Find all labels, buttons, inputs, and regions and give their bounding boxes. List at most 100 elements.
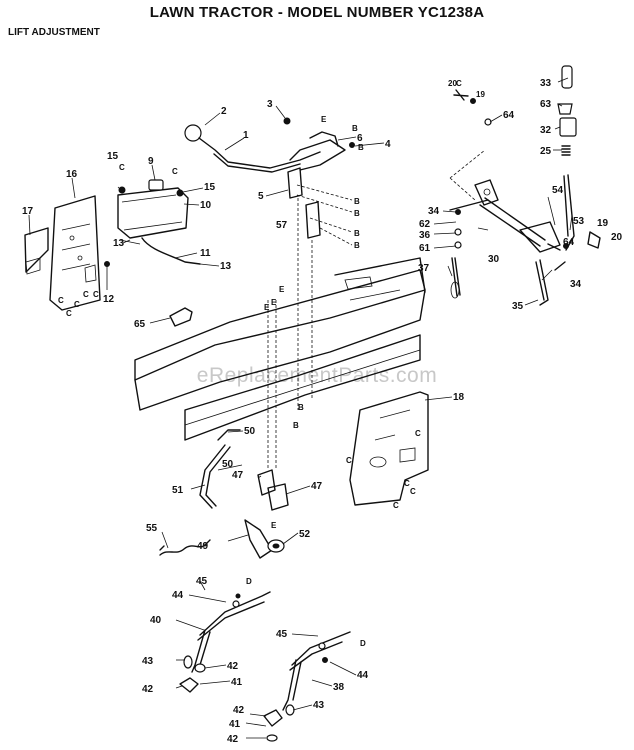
callout-42d: 42 [227,734,239,745]
callout-13a: 13 [113,238,125,249]
callout-44a: 44 [172,590,184,601]
letter-c: C [393,501,399,510]
callout-51: 51 [172,485,184,496]
callout-37: 37 [418,263,430,274]
callout-9: 9 [148,156,154,167]
lift-brackets [267,167,353,470]
callout-20b: 20 [611,232,623,243]
callout-42b: 42 [142,684,154,695]
callout-57: 57 [276,220,288,231]
callout-45b: 45 [276,629,288,640]
callout-61: 61 [419,243,431,254]
letter-e: E [271,298,277,307]
letter-c: C [404,479,410,488]
callout-41b: 41 [229,719,241,730]
callout-50b: 50 [222,459,234,470]
callout-62: 62 [419,219,431,230]
callout-35: 35 [512,301,524,312]
lift-lever-left [179,591,271,693]
callout-1: 1 [243,130,249,141]
callout-19a: 19 [476,90,485,99]
callout-53: 53 [573,216,585,227]
callout-65: 65 [134,319,146,330]
watermark: eReplacementParts.com [196,364,438,387]
lift-handle [184,117,355,173]
callout-2: 2 [221,106,227,117]
letter-b: B [354,241,360,250]
letter-b: B [352,124,358,133]
letter-c: C [58,296,64,305]
section-label: LIFT ADJUSTMENT [8,27,100,38]
callout-3: 3 [267,99,273,110]
leader-lines [28,77,573,739]
fuel-tank [117,179,201,265]
callout-18: 18 [453,392,465,403]
callout-42a: 42 [227,661,239,672]
callout-49: 49 [197,541,209,552]
callout-11: 11 [200,248,211,259]
callout-numbers: 1 2 3 4 5 6 9 10 11 12 13 13 15 15 16 17… [22,78,623,745]
letter-c: C [456,79,462,88]
spring-stack [557,65,577,156]
callout-33: 33 [540,78,552,89]
callout-30: 30 [488,254,500,265]
callout-32: 32 [540,125,552,136]
connection-letters: B B B B B B B B E E E E E C C C C C C C … [58,79,462,648]
letter-c: C [346,456,352,465]
part-65 [169,307,193,327]
lift-lever-right [263,631,351,742]
callout-63: 63 [540,99,552,110]
callout-52: 52 [299,529,311,540]
letter-d: D [246,577,252,586]
callout-13b: 13 [220,261,232,272]
letter-d: D [360,639,366,648]
letter-e: E [279,285,285,294]
callout-64a: 64 [503,110,515,121]
callout-55: 55 [146,523,158,534]
callout-20a: 20 [448,79,457,88]
callout-47b: 47 [311,481,323,492]
callout-43a: 43 [142,656,154,667]
callout-54: 54 [552,185,564,196]
callout-6: 6 [357,133,363,144]
letter-c: C [415,429,421,438]
callout-19b: 19 [597,218,609,229]
callout-12: 12 [103,294,115,305]
callout-47a: 47 [232,470,244,481]
letter-c: C [74,300,80,309]
left-side-panel [24,195,110,311]
callout-43b: 43 [313,700,325,711]
letter-c: C [66,309,72,318]
callout-17: 17 [22,206,34,217]
callout-10: 10 [200,200,212,211]
callout-64b: 64 [563,237,575,248]
callout-15a: 15 [107,151,119,162]
letter-e: E [264,303,270,312]
callout-38: 38 [333,682,345,693]
letter-b: B [354,209,360,218]
letter-c: C [172,167,178,176]
callout-4: 4 [385,139,391,150]
callout-44b: 44 [357,670,369,681]
callout-25: 25 [540,146,552,157]
letter-b: B [354,229,360,238]
callout-40: 40 [150,615,162,626]
top-fasteners [453,89,492,126]
letter-c: C [93,290,99,299]
callout-36: 36 [419,230,431,241]
letter-c: C [410,487,416,496]
letter-b: B [293,421,299,430]
letter-b: B [358,143,364,152]
page-title: LAWN TRACTOR - MODEL NUMBER YC1238A [149,4,485,21]
letter-e: E [321,115,327,124]
letter-e: E [271,521,277,530]
callout-34a: 34 [428,206,440,217]
lift-shaft-assembly [449,149,601,306]
callout-16: 16 [66,169,78,180]
callout-41a: 41 [231,677,243,688]
callout-5: 5 [258,191,264,202]
callout-50a: 50 [244,426,256,437]
callout-42c: 42 [233,705,245,716]
callout-15b: 15 [204,182,216,193]
